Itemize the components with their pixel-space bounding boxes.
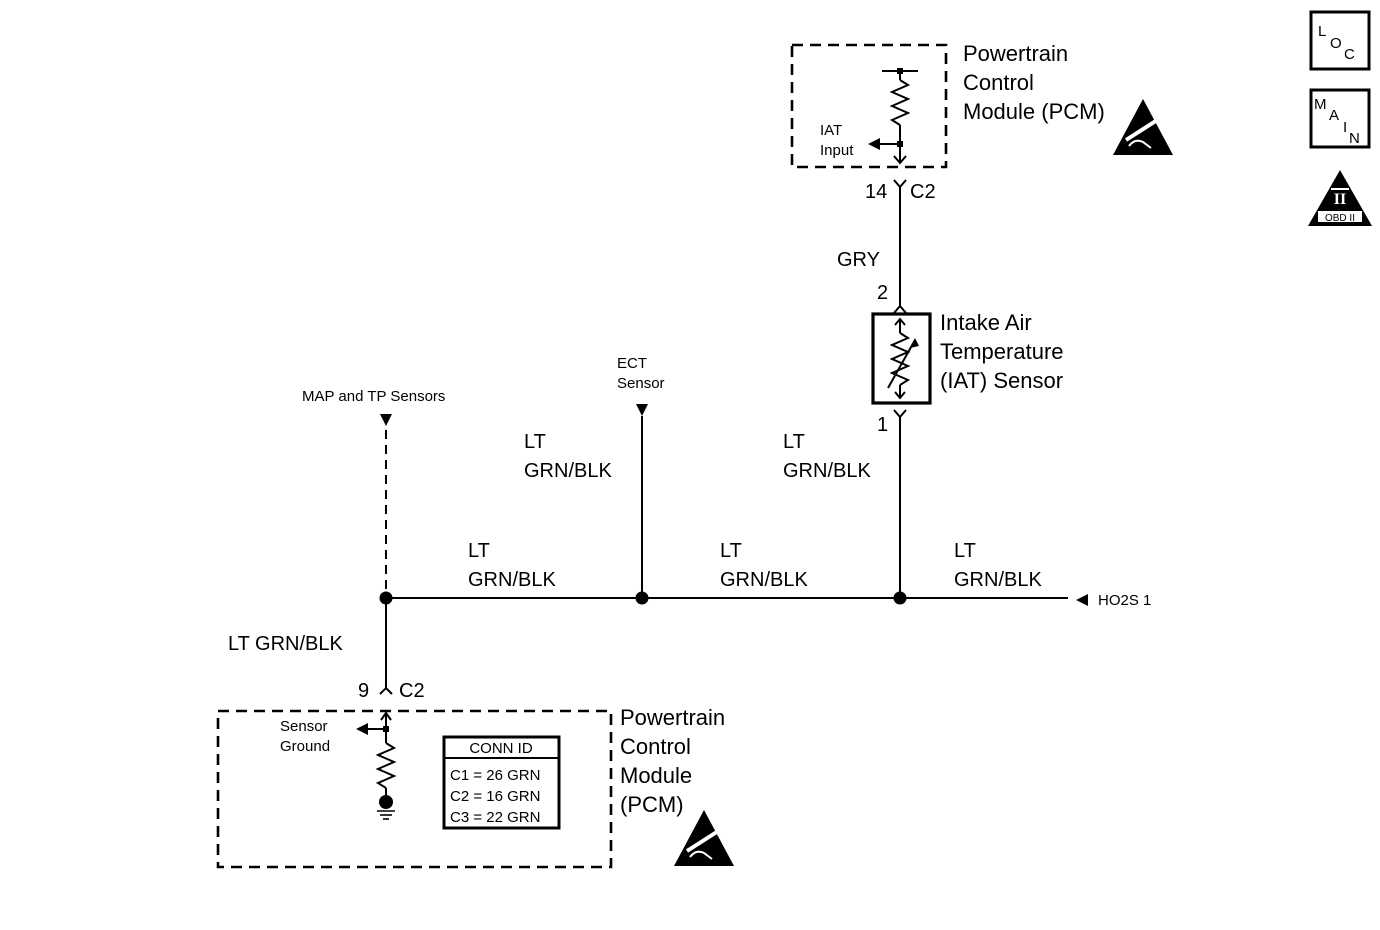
bus-right-label-line2: GRN/BLK bbox=[954, 569, 1042, 591]
esd-warning-icon bbox=[1113, 99, 1173, 155]
pcm-bottom-title-line4: (PCM) bbox=[620, 792, 684, 817]
main-icon[interactable]: M A I N bbox=[1309, 88, 1371, 149]
svg-text:M: M bbox=[1314, 96, 1327, 113]
map-tp-arrow-icon bbox=[380, 414, 392, 426]
pcm-bottom-title-line2: Control bbox=[620, 734, 691, 759]
ho2s-label: HO2S 1 bbox=[1098, 592, 1151, 609]
svg-text:I: I bbox=[1343, 119, 1347, 136]
ect-wire-label-line1: LT bbox=[524, 431, 546, 453]
iat-sensor-title-line2: Temperature bbox=[940, 339, 1064, 364]
iat-return-wire-label-line2: GRN/BLK bbox=[783, 460, 871, 482]
connector-c2-bottom-label: C2 bbox=[399, 680, 425, 702]
conn-id-header: CONN ID bbox=[469, 740, 533, 757]
pcm-top-internal-circuit bbox=[868, 68, 918, 165]
sensor-ground-label-line1: Sensor bbox=[280, 718, 328, 735]
connector-c2-pin14 bbox=[893, 179, 907, 189]
bus-right-label-line1: LT bbox=[954, 540, 976, 562]
map-tp-sensors-label: MAP and TP Sensors bbox=[302, 388, 445, 405]
pcm-top-title-line3: Module (PCM) bbox=[963, 99, 1105, 124]
iat-sensor-symbol bbox=[871, 312, 932, 405]
gry-wire-label: GRY bbox=[837, 249, 880, 271]
conn-id-table bbox=[442, 735, 561, 830]
iat-return-wire-label-line1: LT bbox=[783, 431, 805, 453]
obd-ii-icon[interactable]: OBD II II bbox=[1308, 170, 1372, 226]
iat-input-label-line1: IAT bbox=[820, 122, 842, 139]
connector-c2-top-label: C2 bbox=[910, 181, 936, 203]
sensor-ground-label-line2: Ground bbox=[280, 738, 330, 755]
conn-id-row-c3: C3 = 22 GRN bbox=[450, 809, 540, 826]
loc-icon[interactable]: L O C bbox=[1309, 10, 1371, 71]
ect-wire-label-line2: GRN/BLK bbox=[524, 460, 612, 482]
ho2s-arrow-icon bbox=[1076, 594, 1088, 606]
splice-ect bbox=[635, 591, 649, 605]
pcm-top-title-line1: Powertrain bbox=[963, 41, 1068, 66]
bus-left-label-line2: GRN/BLK bbox=[468, 569, 556, 591]
iat-sensor-title-line1: Intake Air bbox=[940, 310, 1032, 335]
ect-arrow-icon bbox=[636, 404, 648, 416]
ground-wire-label: LT GRN/BLK bbox=[228, 633, 344, 655]
pcm-top-box bbox=[790, 43, 948, 169]
svg-text:O: O bbox=[1330, 35, 1342, 52]
pin-9-label: 9 bbox=[358, 680, 369, 702]
pcm-top-title-line2: Control bbox=[963, 70, 1034, 95]
iat-pin-2-label: 2 bbox=[877, 282, 888, 304]
svg-text:II: II bbox=[1334, 191, 1346, 208]
pin-14-label: 14 bbox=[865, 181, 887, 203]
iat-sensor-title-line3: (IAT) Sensor bbox=[940, 368, 1063, 393]
svg-text:L: L bbox=[1318, 23, 1326, 40]
splice-iat bbox=[893, 591, 907, 605]
ect-label-line2: Sensor bbox=[617, 375, 665, 392]
svg-text:N: N bbox=[1349, 130, 1360, 147]
pcm-bottom-title-line3: Module bbox=[620, 763, 692, 788]
conn-id-row-c1: C1 = 26 GRN bbox=[450, 767, 540, 784]
pcm-bottom-box bbox=[216, 709, 613, 869]
esd-warning-icon bbox=[674, 810, 734, 866]
bus-left-label-line1: LT bbox=[468, 540, 490, 562]
conn-id-row-c2: C2 = 16 GRN bbox=[450, 788, 540, 805]
pcm-bottom-title-line1: Powertrain bbox=[620, 705, 725, 730]
svg-text:A: A bbox=[1329, 107, 1339, 124]
iat-pin-1-label: 1 bbox=[877, 414, 888, 436]
bus-mid-label-line1: LT bbox=[720, 540, 742, 562]
iat-input-label-line2: Input bbox=[820, 142, 854, 159]
svg-text:OBD II: OBD II bbox=[1325, 213, 1355, 224]
ect-label-line1: ECT bbox=[617, 355, 647, 372]
pcm-bottom-internal-circuit bbox=[356, 711, 397, 820]
bus-mid-label-line2: GRN/BLK bbox=[720, 569, 808, 591]
svg-text:C: C bbox=[1344, 46, 1355, 63]
